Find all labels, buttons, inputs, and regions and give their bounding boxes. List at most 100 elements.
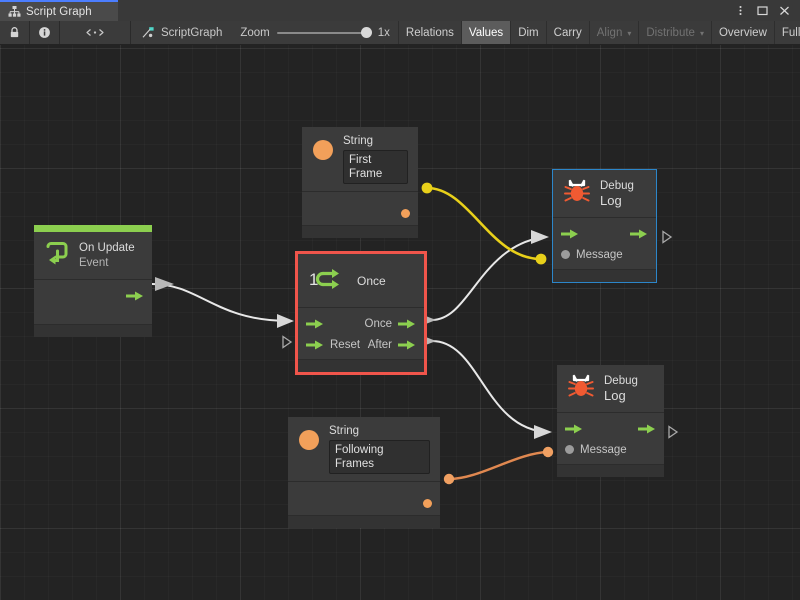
window-controls — [734, 0, 796, 21]
port-out-value-dot[interactable] — [423, 499, 432, 509]
node-footer — [34, 324, 152, 337]
tool-values[interactable]: Values — [460, 21, 511, 44]
flow-in-arrow-icon — [565, 424, 582, 433]
string-value-field[interactable]: Following Frames — [329, 440, 430, 475]
port-out-after[interactable]: After — [368, 339, 416, 351]
port-out-flow[interactable] — [630, 228, 648, 240]
port-in-message-label: Message — [576, 248, 623, 261]
script-graph-icon — [141, 26, 154, 39]
port-row-value-out — [288, 487, 440, 520]
breadcrumb-label: ScriptGraph — [161, 26, 223, 39]
node-header: Debug Log — [557, 365, 664, 413]
code-brackets-icon — [82, 26, 108, 39]
port-out-flow[interactable] — [638, 423, 656, 435]
tool-carry[interactable]: Carry — [545, 21, 589, 44]
breadcrumb[interactable]: ScriptGraph — [131, 21, 232, 44]
flow-out-arrow-icon — [638, 424, 655, 433]
flow-in-arrow-icon — [306, 340, 323, 349]
node-title: Debug — [604, 374, 638, 387]
node-subtitle: Log — [604, 387, 626, 403]
flow-in-arrow-icon — [561, 229, 578, 238]
tool-full-screen-label: Full Screen — [781, 26, 800, 39]
port-row-enter-once: Once — [298, 313, 424, 334]
on-update-event-icon — [44, 240, 70, 271]
port-in-flow[interactable] — [306, 318, 324, 330]
close-icon[interactable] — [778, 4, 791, 17]
tool-relations-label: Relations — [405, 26, 454, 39]
graph-canvas[interactable]: On Update Event — [0, 45, 800, 600]
port-row-message: Message — [553, 244, 656, 265]
node-footer — [298, 359, 424, 372]
port-in-flow[interactable] — [565, 423, 583, 435]
node-debug-log-bottom[interactable]: Debug Log — [557, 365, 664, 477]
flow-in-arrow-icon — [306, 319, 323, 328]
node-header: Debug Log — [553, 170, 656, 218]
tab-script-graph[interactable]: Script Graph — [0, 0, 118, 21]
node-body — [288, 482, 440, 516]
node-header: 1 Once — [298, 254, 424, 308]
node-on-update[interactable]: On Update Event — [34, 225, 152, 337]
node-header: String Following Frames — [288, 417, 440, 483]
bug-icon — [563, 178, 591, 209]
chevron-down-icon: ▾ — [627, 28, 632, 38]
maximize-icon[interactable] — [756, 4, 769, 17]
node-once[interactable]: 1 Once — [295, 251, 427, 375]
port-in-message[interactable]: Message — [561, 249, 623, 261]
port-out-once-label: Once — [364, 317, 393, 330]
port-out-flow[interactable] — [126, 290, 144, 302]
string-value-field[interactable]: First Frame — [343, 150, 408, 185]
tool-full-screen[interactable]: Full Screen — [773, 21, 800, 44]
port-out-flow-triangle-icon[interactable] — [661, 230, 673, 244]
port-out-value-dot[interactable] — [401, 209, 410, 219]
chevron-down-icon: ▾ — [699, 28, 704, 38]
port-row-flow — [557, 418, 664, 439]
zoom-slider-track — [276, 31, 371, 34]
port-in-message-label: Message — [580, 443, 627, 456]
info-button[interactable] — [30, 21, 60, 44]
node-footer — [557, 464, 664, 477]
graph-toolbar: ScriptGraph Zoom 1x Relations Values Dim… — [0, 21, 800, 45]
zoom-slider[interactable] — [276, 26, 372, 40]
node-title-group: Debug Log — [600, 179, 634, 209]
port-row-flow-out — [34, 285, 152, 306]
flow-out-arrow-icon — [398, 340, 415, 349]
node-string-first-frame[interactable]: String First Frame — [302, 127, 418, 239]
tabbar-empty-area — [118, 0, 800, 21]
port-in-reset-triangle-icon[interactable] — [281, 335, 293, 349]
tool-relations[interactable]: Relations — [397, 21, 461, 44]
port-in-message-dot[interactable] — [565, 445, 574, 454]
node-title-group: String First Frame — [343, 134, 408, 185]
port-in-message-dot[interactable] — [561, 250, 570, 259]
port-out-once[interactable]: Once — [365, 318, 417, 330]
node-title: On Update — [79, 242, 135, 255]
tab-label: Script Graph — [26, 5, 92, 18]
port-in-flow[interactable] — [561, 228, 579, 240]
node-body: Message — [557, 413, 664, 464]
tool-distribute[interactable]: Distribute ▾ — [638, 21, 711, 44]
tool-dim[interactable]: Dim — [510, 21, 545, 44]
zoom-slider-knob[interactable] — [360, 27, 372, 38]
kebab-menu-icon[interactable] — [734, 4, 747, 17]
tool-carry-label: Carry — [553, 26, 582, 39]
node-footer — [553, 269, 656, 282]
port-row-message: Message — [557, 439, 664, 460]
once-icon: 1 — [308, 265, 348, 296]
svg-text:1: 1 — [309, 270, 318, 289]
port-in-reset[interactable]: Reset — [306, 339, 360, 351]
node-string-following-frames[interactable]: String Following Frames — [288, 417, 440, 529]
node-title-group: Debug Log — [604, 374, 638, 404]
node-accent-bar — [34, 225, 152, 232]
port-out-flow-triangle-icon[interactable] — [667, 425, 679, 439]
port-in-message[interactable]: Message — [565, 444, 627, 456]
code-view-button[interactable] — [60, 21, 131, 44]
node-body: Message — [553, 218, 656, 269]
flow-out-arrow-icon — [630, 229, 647, 238]
lock-button[interactable] — [0, 21, 30, 44]
tool-align-label: Align — [596, 26, 623, 39]
tool-overview[interactable]: Overview — [710, 21, 774, 44]
port-out-after-label: After — [367, 338, 392, 351]
tool-align[interactable]: Align ▾ — [588, 21, 639, 44]
port-in-reset-label: Reset — [330, 338, 361, 351]
node-debug-log-top[interactable]: Debug Log — [552, 169, 657, 283]
